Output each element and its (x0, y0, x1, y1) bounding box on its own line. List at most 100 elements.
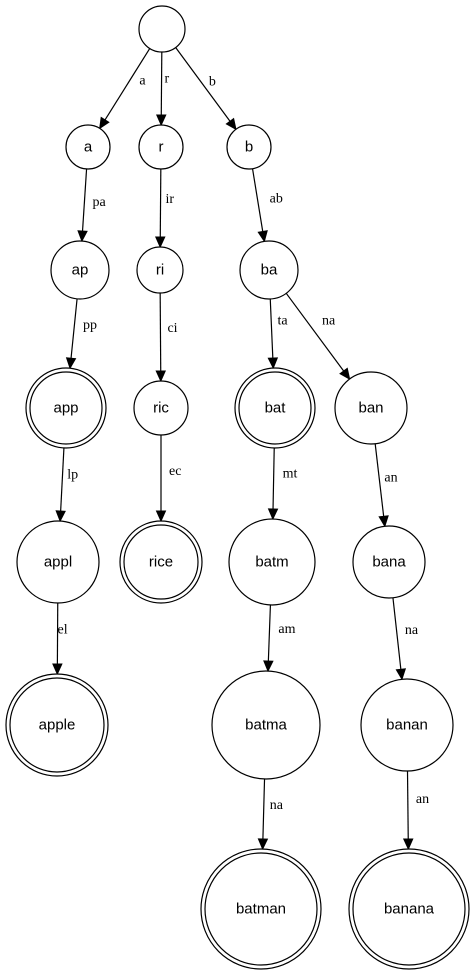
edge-a-ap: pa (77, 168, 107, 243)
edge-line (175, 47, 231, 122)
edge-r-ri: ir (154, 168, 174, 249)
accepting-node-batman: batman (200, 848, 322, 970)
node-banan: banan (360, 678, 454, 772)
node-circle (138, 5, 186, 53)
node-ri: ri (136, 246, 184, 294)
node-label: r (159, 139, 164, 156)
edge-ric-rice: ec (155, 435, 181, 523)
arrowhead-icon (378, 515, 389, 528)
node-inner-circle (29, 371, 103, 445)
arrowhead-icon (257, 230, 268, 243)
arrowhead-icon (65, 357, 77, 370)
arrowhead-icon (154, 236, 166, 249)
edge-label: an (384, 470, 397, 485)
node-ba: ba (239, 240, 299, 300)
node-bana: bana (352, 525, 426, 599)
edge-label: pp (83, 318, 97, 333)
edge-label: ec (169, 464, 181, 479)
edge-appl-apple: el (52, 602, 68, 676)
edge-label: na (270, 798, 284, 813)
node-circle (228, 518, 316, 606)
node-appl: appl (16, 520, 100, 604)
arrowhead-icon (257, 838, 269, 851)
accepting-node-app: app (25, 367, 107, 449)
edge-label: r (165, 72, 170, 87)
arrowhead-icon (267, 357, 279, 370)
edge-line (267, 604, 272, 662)
arrowhead-icon (267, 508, 279, 521)
edge-line (159, 292, 162, 372)
accepting-node-apple: apple (5, 673, 109, 777)
node-circle (352, 525, 426, 599)
node-label: b (245, 139, 253, 156)
edge-label: pa (93, 195, 107, 210)
edge-line (406, 770, 409, 840)
edge-ri-ric: ci (155, 292, 178, 383)
node-label: batma (245, 717, 287, 734)
arrowhead-icon (156, 114, 167, 127)
edge-line (392, 597, 402, 670)
edge-banan-banana: an (402, 770, 429, 851)
arrowhead-icon (155, 370, 167, 383)
node-inner-circle (204, 852, 318, 966)
node-batma: batma (211, 670, 321, 780)
node-circle (136, 246, 184, 294)
node-circle (334, 371, 408, 445)
node-label: app (53, 400, 78, 417)
node-label: bat (265, 400, 287, 417)
node-root (138, 5, 186, 53)
node-label: appl (44, 554, 72, 571)
edge-label: an (416, 792, 429, 807)
node-ap: ap (50, 240, 110, 300)
edge-app-appl: lp (55, 447, 78, 523)
arrowhead-icon (77, 230, 88, 243)
node-circle (239, 240, 299, 300)
node-circle (16, 520, 100, 604)
node-inner-circle (123, 524, 199, 600)
node-circle (138, 124, 184, 170)
node-label: ban (358, 400, 383, 417)
arrowhead-icon (52, 663, 63, 676)
edge-ap-app: pp (65, 298, 97, 370)
node-label: batm (255, 554, 288, 571)
edge-batm-batma: am (263, 604, 296, 673)
node-circle (50, 240, 110, 300)
edge-line (262, 778, 266, 840)
edge-line (160, 51, 163, 116)
node-circle (211, 670, 321, 780)
edge-line (285, 292, 345, 372)
arrowhead-icon (55, 510, 66, 523)
edge-line (60, 447, 65, 512)
node-label: ap (72, 262, 89, 279)
edge-root-b: b (175, 47, 237, 131)
edge-line (374, 443, 385, 517)
node-label: ba (261, 262, 278, 279)
edge-line (104, 48, 151, 121)
edge-line (81, 168, 88, 232)
edge-root-r: r (156, 51, 170, 127)
arrowhead-icon (395, 668, 407, 681)
node-b: b (226, 124, 272, 170)
node-inner-circle (9, 677, 105, 773)
edge-line (251, 168, 264, 232)
node-ban: ban (334, 371, 408, 445)
node-label: bana (372, 554, 406, 571)
node-inner-circle (238, 371, 312, 445)
edge-root-a: a (99, 48, 151, 130)
node-ric: ric (133, 380, 189, 436)
node-label: ric (153, 400, 169, 417)
node-inner-circle (352, 852, 466, 966)
edge-label: lp (67, 468, 78, 483)
arrowhead-icon (155, 510, 167, 523)
edge-bana-banan: na (392, 597, 419, 681)
arrowhead-icon (339, 367, 351, 381)
node-circle (226, 124, 272, 170)
edge-label: na (322, 313, 336, 328)
edge-ba-ban: na (285, 292, 351, 381)
arrowhead-icon (402, 838, 414, 851)
edge-b-ba: ab (251, 168, 283, 243)
edge-ba-bat: ta (267, 298, 288, 370)
